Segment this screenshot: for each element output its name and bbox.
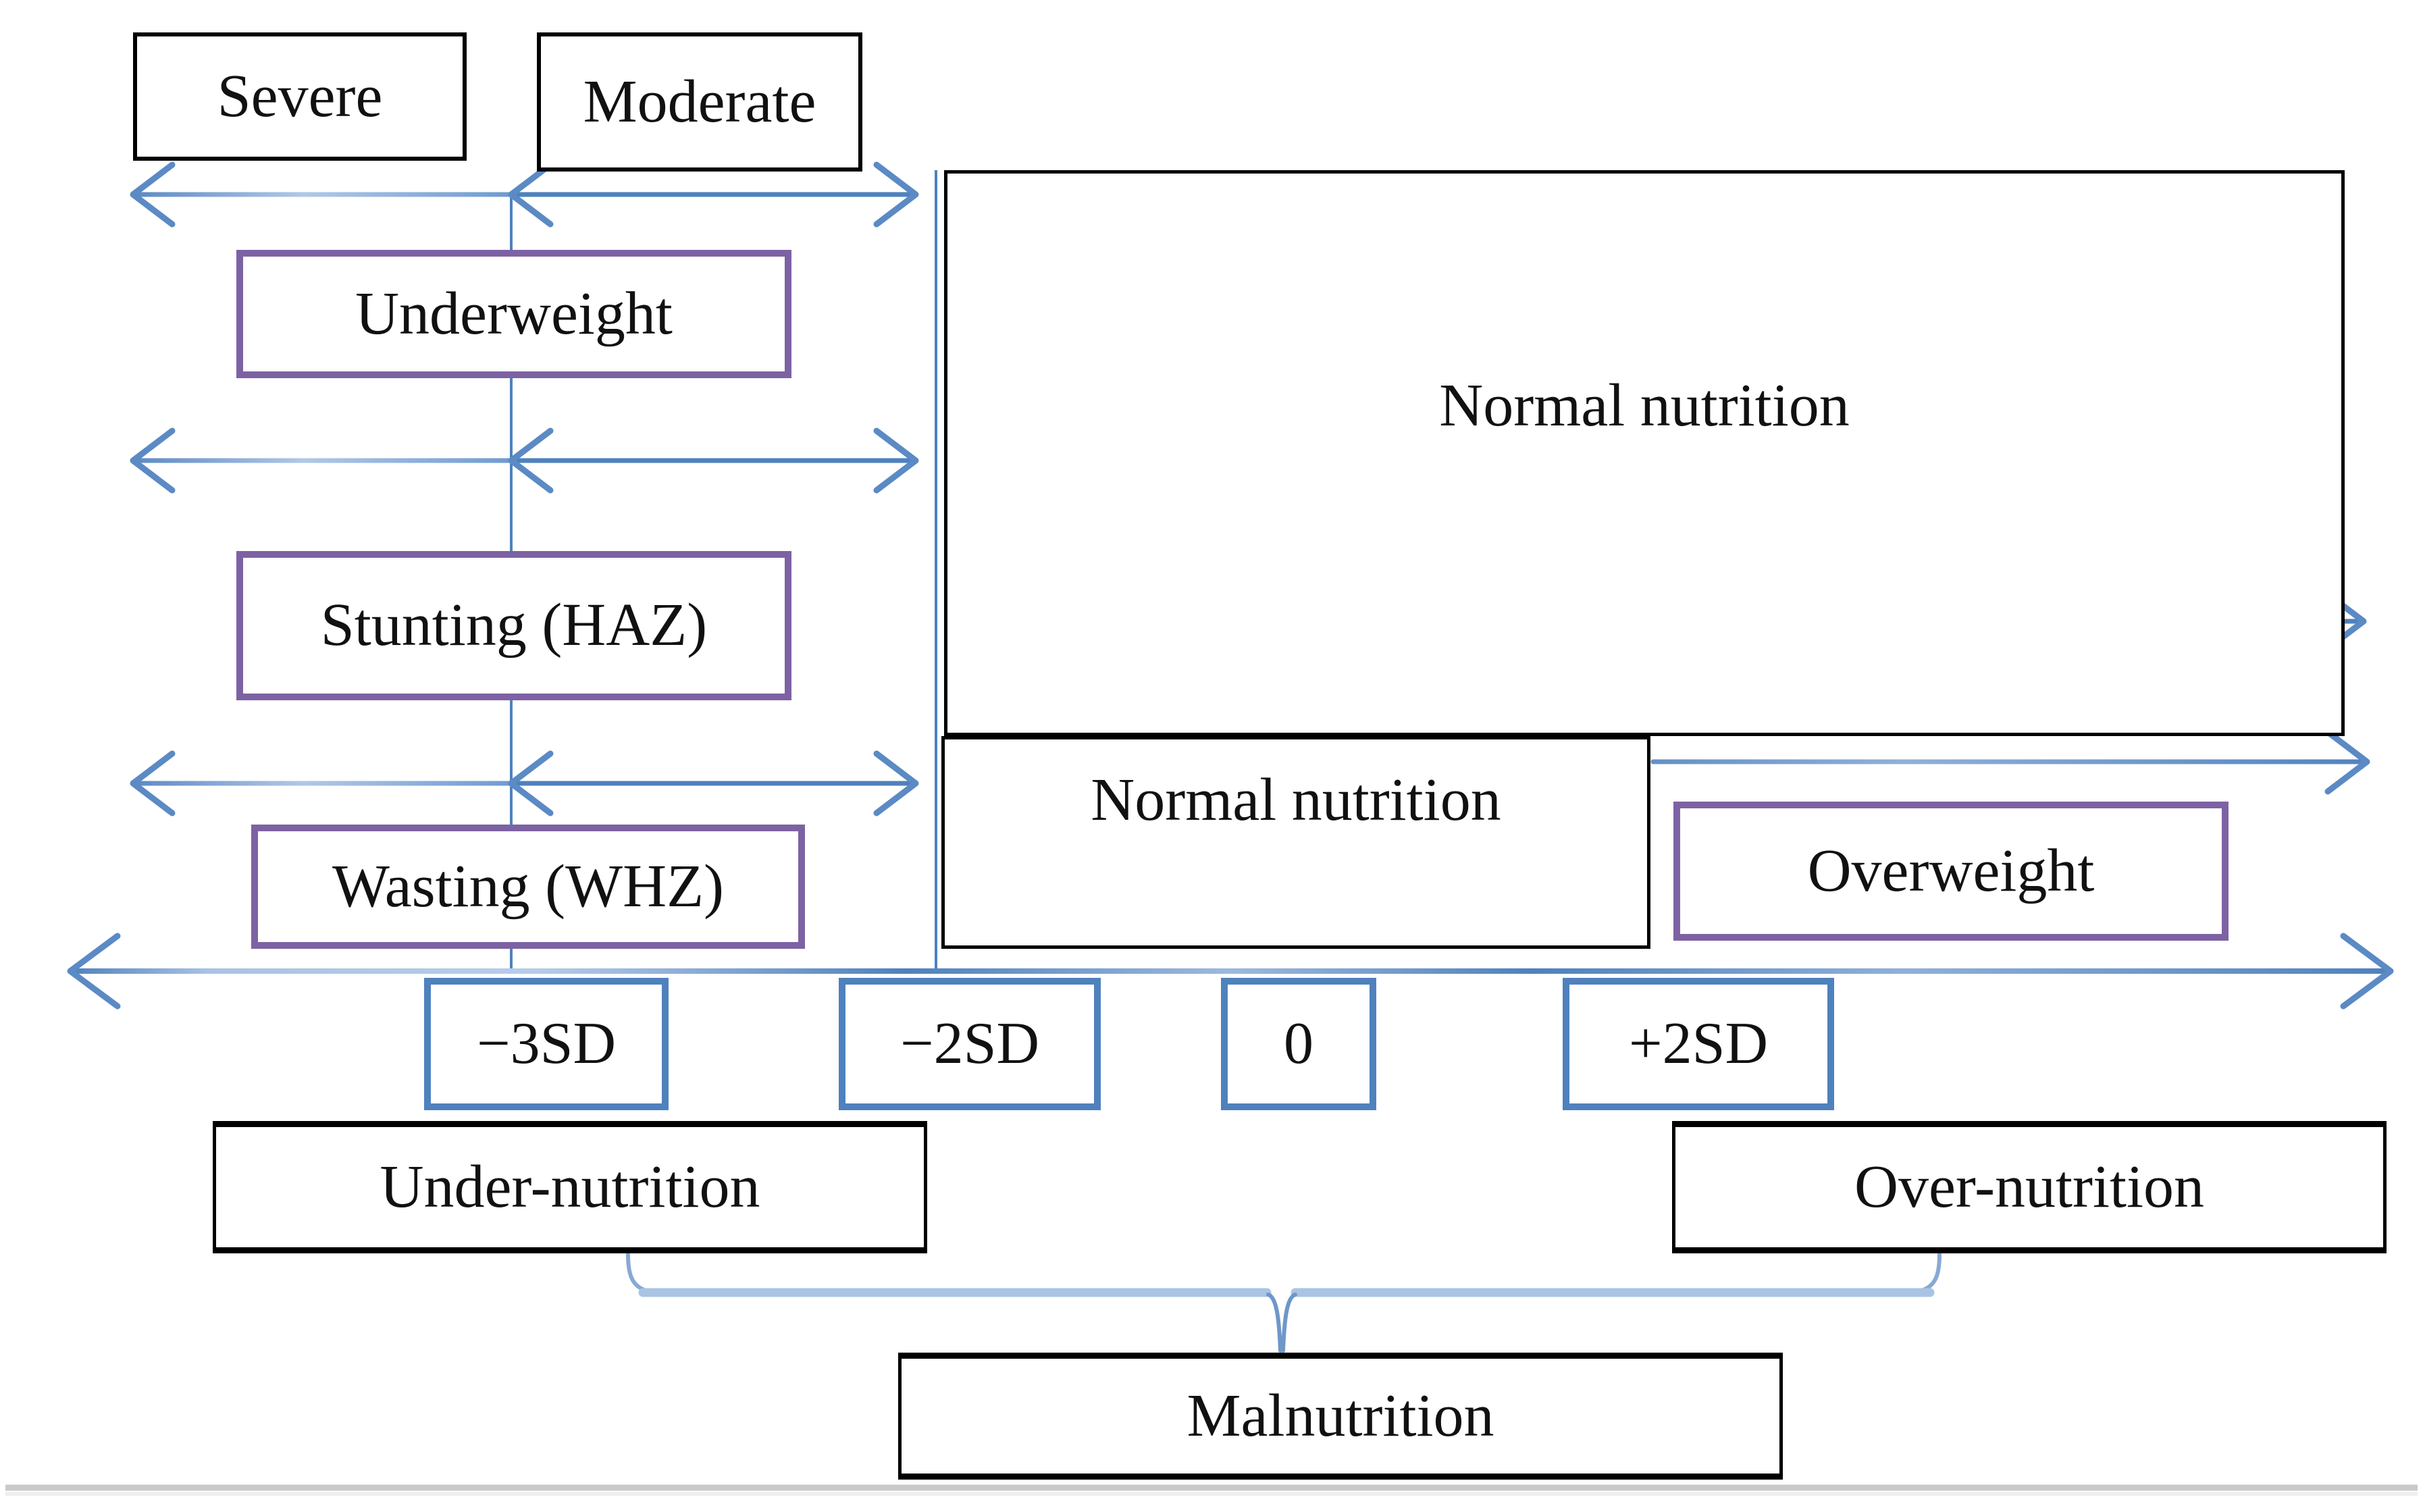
outcome-label-malnutrition: Malnutrition (1187, 1382, 1494, 1449)
outcome-box-over-nutrition: Over-nutrition (1672, 1121, 2387, 1253)
overweight-range-arrow (1650, 729, 2370, 795)
severity-arrow-row-1 (130, 161, 919, 228)
tick-box-minus-2sd: −2SD (839, 978, 1101, 1110)
indicator-box-wasting: Wasting (WHZ) (251, 825, 805, 949)
outcome-label-over-nutrition: Over-nutrition (1854, 1153, 2205, 1220)
region-box-normal-lower: Normal nutrition (941, 736, 1650, 949)
region-label-overweight: Overweight (1807, 837, 2095, 904)
outcome-label-under-nutrition: Under-nutrition (380, 1153, 760, 1220)
severity-label-moderate: Moderate (583, 68, 816, 135)
indicator-box-stunting: Stunting (HAZ) (236, 551, 791, 700)
malnutrition-brace (626, 1253, 1942, 1353)
outcome-box-under-nutrition: Under-nutrition (213, 1121, 927, 1253)
tick-label-minus-3sd: −3SD (476, 1010, 617, 1076)
indicator-box-underweight: Underweight (236, 250, 791, 378)
tick-label-minus-2sd: −2SD (900, 1010, 1040, 1076)
severity-label-severe: Severe (217, 62, 383, 130)
zscore-axis-arrow (67, 933, 2394, 1010)
tick-box-minus-3sd: −3SD (424, 978, 669, 1110)
tick-box-plus-2sd: +2SD (1563, 978, 1834, 1110)
severity-box-moderate: Moderate (537, 32, 862, 172)
outcome-box-malnutrition: Malnutrition (898, 1353, 1783, 1480)
region-box-normal-upper: Normal nutrition (944, 170, 2345, 736)
tick-box-zero: 0 (1221, 978, 1376, 1110)
severity-arrow-row-2 (130, 427, 919, 494)
footer-separator-line (5, 1484, 2418, 1496)
severity-arrow-row-3 (130, 750, 919, 816)
indicator-label-stunting: Stunting (HAZ) (320, 592, 708, 659)
region-box-overweight: Overweight (1673, 802, 2229, 941)
tick-label-zero: 0 (1284, 1010, 1313, 1076)
indicator-label-underweight: Underweight (355, 280, 673, 347)
indicator-label-wasting: Wasting (WHZ) (332, 852, 725, 920)
region-label-normal-lower: Normal nutrition (1091, 766, 1501, 834)
severity-box-severe: Severe (133, 32, 467, 161)
region-label-normal-upper: Normal nutrition (1439, 371, 1850, 439)
tick-label-plus-2sd: +2SD (1628, 1010, 1769, 1076)
